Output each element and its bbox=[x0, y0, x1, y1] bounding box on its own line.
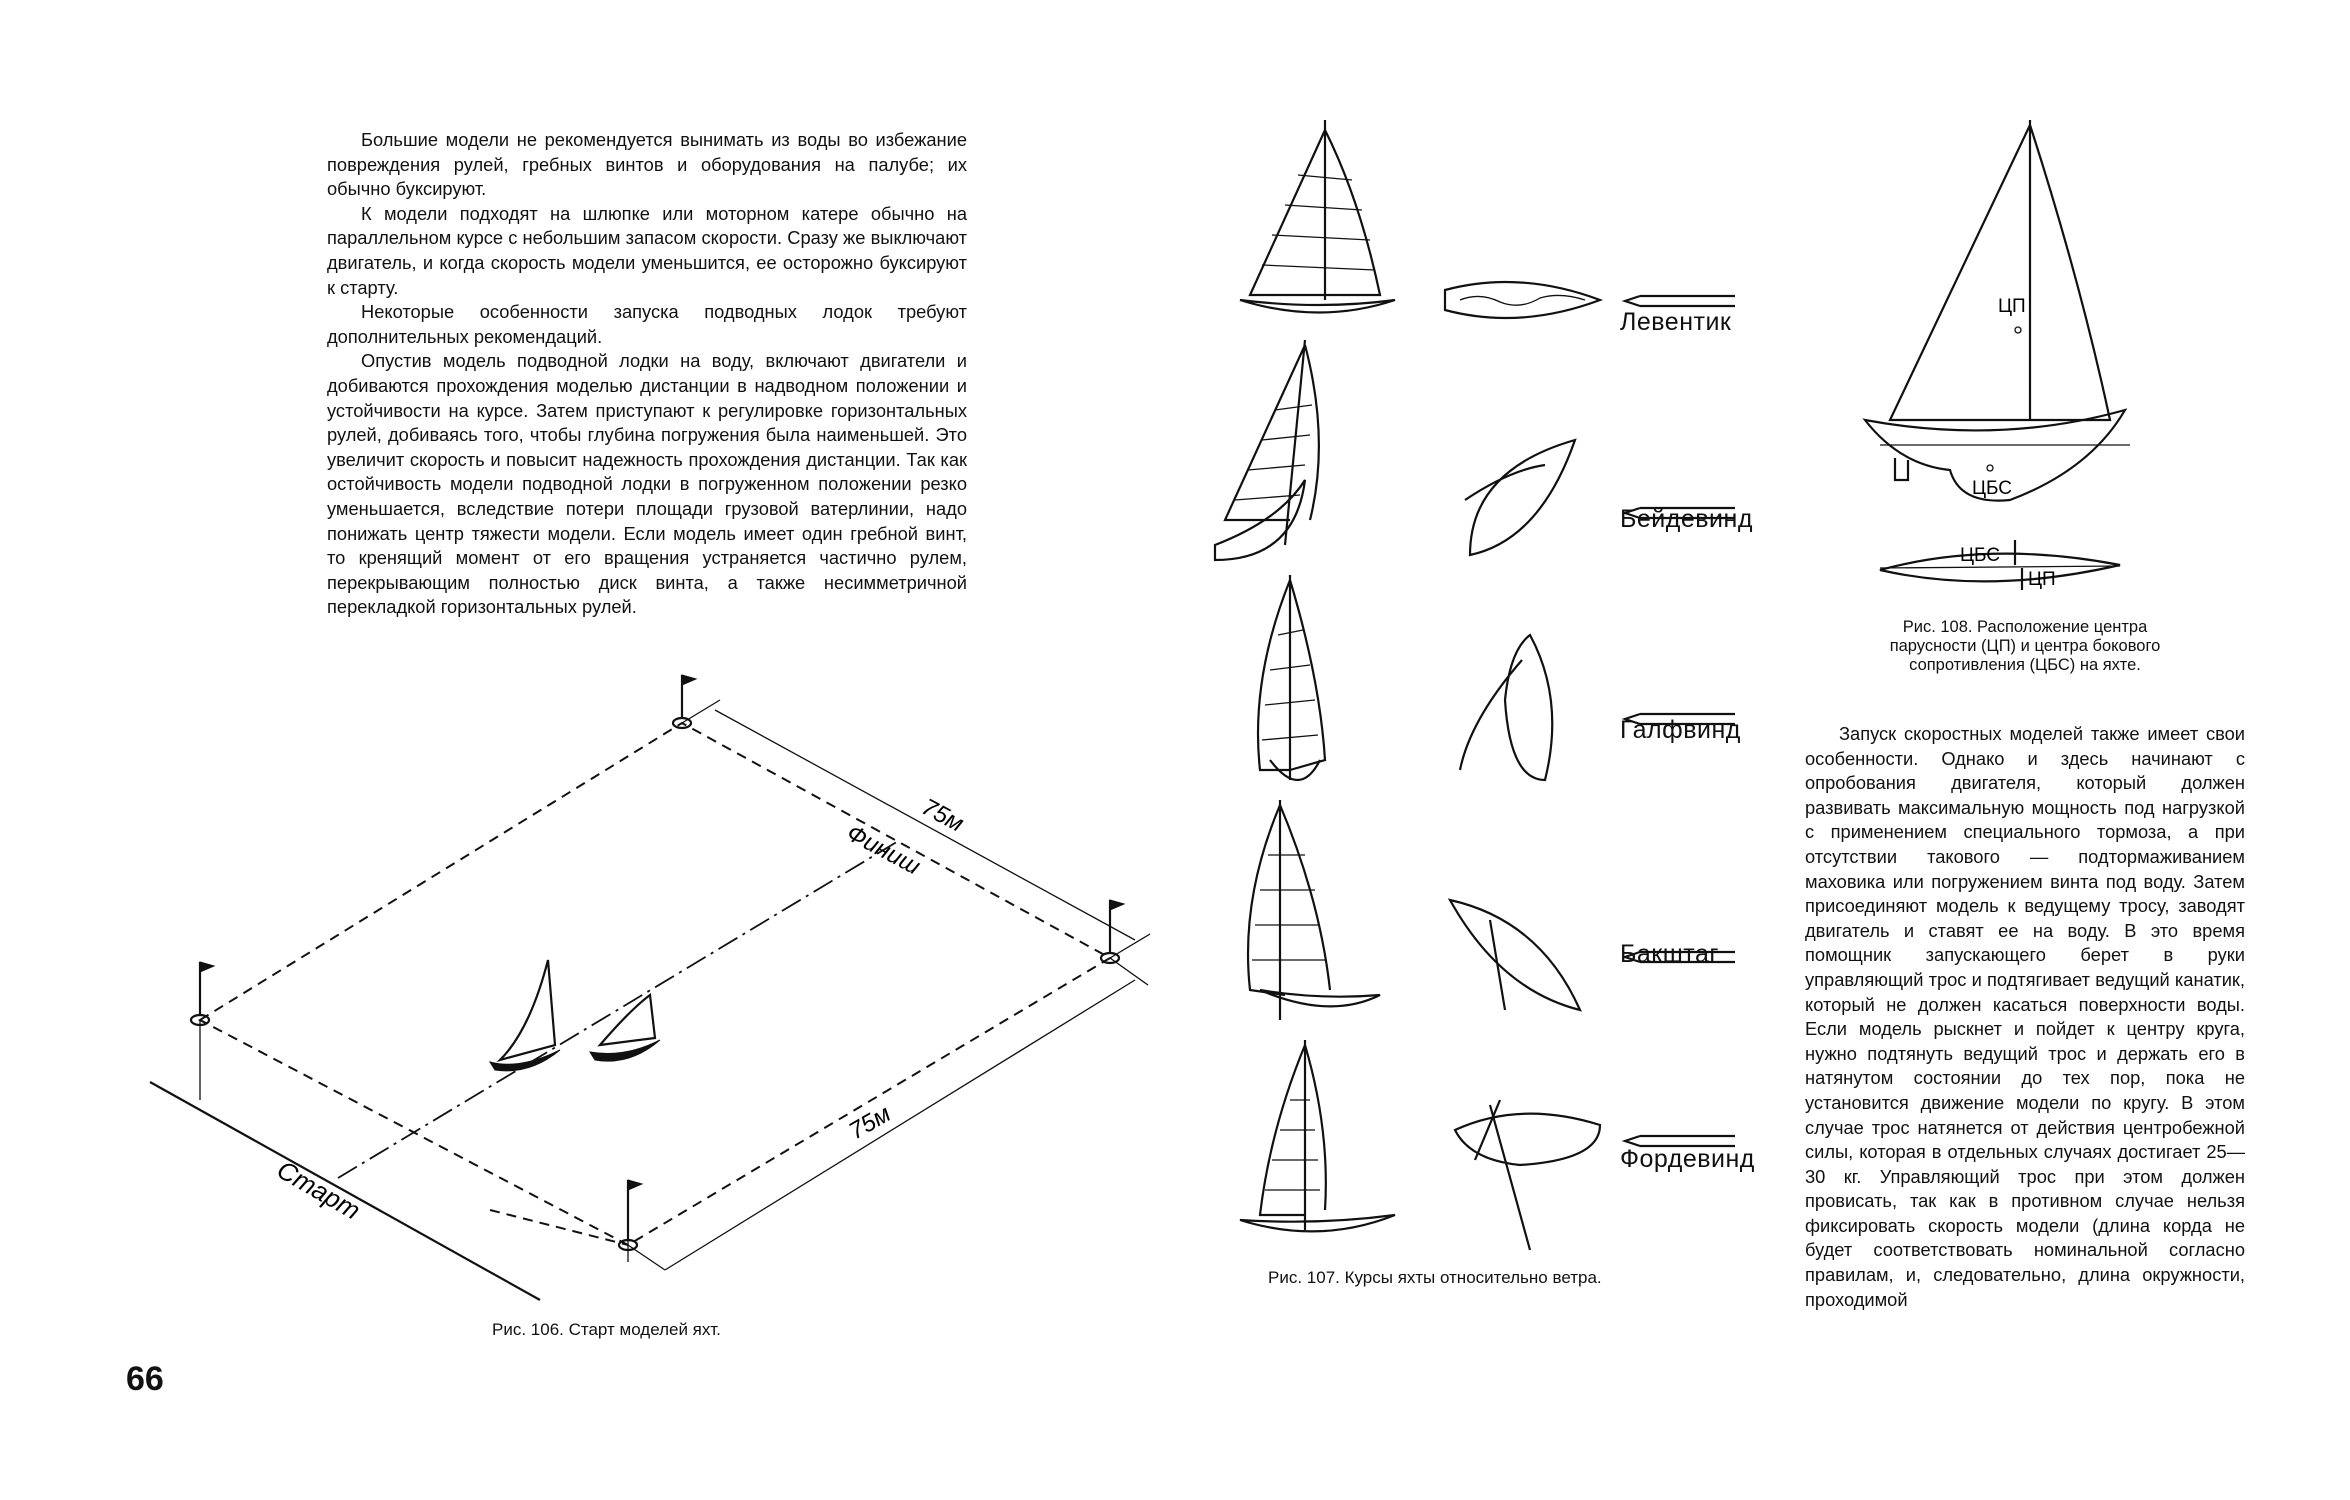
hull-plan bbox=[1453, 1099, 1602, 1251]
figure-106-caption: Рис. 106. Старт моделей яхт. bbox=[492, 1320, 721, 1339]
course-label-beidewind: Бейдевинд bbox=[1620, 505, 1753, 533]
dimension-line-top bbox=[714, 709, 1136, 941]
figure-107-caption: Рис. 107. Курсы яхты относительно ветра. bbox=[1268, 1268, 1602, 1287]
paragraph: Большие модели не рекомендуется вынимать… bbox=[327, 129, 967, 200]
center-of-effort-point bbox=[2014, 326, 2022, 334]
paragraph: Некоторые особенности запуска подводных … bbox=[327, 301, 967, 347]
figure-108-sail-centers: ЦП ЦБС ЦБС ЦП bbox=[1862, 120, 2130, 590]
hull-profile bbox=[1862, 408, 2128, 502]
course-label-leventik: Левентик bbox=[1620, 308, 1732, 336]
center-of-lateral-resistance-point bbox=[1986, 464, 1994, 472]
course-label-bakshtag: Бакштаг bbox=[1620, 940, 1719, 968]
dimension-label: 75м bbox=[917, 793, 968, 837]
wind-arrow bbox=[1621, 294, 1735, 308]
yacht-model bbox=[588, 992, 661, 1062]
wind-arrow bbox=[1621, 1134, 1735, 1148]
buoy-flag bbox=[617, 1179, 644, 1252]
finish-label: Финиш bbox=[842, 819, 924, 880]
figure-107-courses bbox=[1213, 120, 1735, 1251]
figure-106-start-diagram: 75м Финиш 75м Старт bbox=[149, 674, 1151, 1301]
left-text-column: Большие модели не рекомендуется вынимать… bbox=[327, 128, 967, 620]
paragraph: Запуск скоростных моделей также имеет св… bbox=[1805, 723, 2245, 1310]
figure-108-caption: Рис. 108. Расположение центра парусности… bbox=[1889, 618, 2161, 674]
sail-plan bbox=[1888, 120, 2112, 422]
cp-label: ЦП bbox=[1998, 296, 2026, 317]
yacht-sketch bbox=[1246, 800, 1381, 1020]
hull-plan bbox=[1458, 633, 1554, 782]
finish-axis bbox=[337, 839, 901, 1179]
hull-plan bbox=[1443, 280, 1604, 320]
buoy-flag bbox=[671, 674, 698, 730]
cbs-label: ЦБС bbox=[1972, 478, 2012, 499]
yacht-sketch bbox=[1239, 1040, 1396, 1233]
course-boundary bbox=[197, 721, 1113, 1247]
wind-arrow bbox=[1621, 712, 1735, 726]
hull-plan bbox=[1464, 438, 1577, 557]
yacht-sketch bbox=[1256, 575, 1327, 781]
right-text-column: Запуск скоростных моделей также имеет св… bbox=[1805, 722, 2245, 1312]
wind-arrow bbox=[1621, 506, 1735, 520]
yacht-sketch bbox=[1213, 339, 1320, 562]
cbs-label-plan: ЦБС bbox=[1960, 545, 2000, 566]
paragraph: К модели подходят на шлюпке или моторном… bbox=[327, 202, 967, 298]
yacht-model bbox=[488, 959, 561, 1072]
rudder bbox=[1893, 458, 1910, 482]
course-label-fordewind: Фордевинд bbox=[1620, 1145, 1755, 1173]
buoy-flag bbox=[189, 961, 216, 1027]
hull-plan bbox=[1447, 898, 1582, 1012]
buoy-flag bbox=[1099, 899, 1126, 965]
yacht-sketch bbox=[1239, 120, 1396, 314]
dimension-line-bottom bbox=[664, 979, 1136, 1271]
hull-plan-view bbox=[1879, 552, 2121, 583]
start-line bbox=[149, 1081, 541, 1301]
page-number: 66 bbox=[126, 1360, 164, 1398]
paragraph: Опустив модель подводной лодки на воду, … bbox=[327, 350, 967, 618]
wind-arrow bbox=[1621, 950, 1735, 964]
cp-label-plan: ЦП bbox=[2028, 569, 2056, 590]
dimension-label: 75м bbox=[845, 1100, 896, 1145]
course-label-galfwind: Галфвинд bbox=[1620, 716, 1741, 744]
start-label: Старт bbox=[272, 1154, 366, 1225]
